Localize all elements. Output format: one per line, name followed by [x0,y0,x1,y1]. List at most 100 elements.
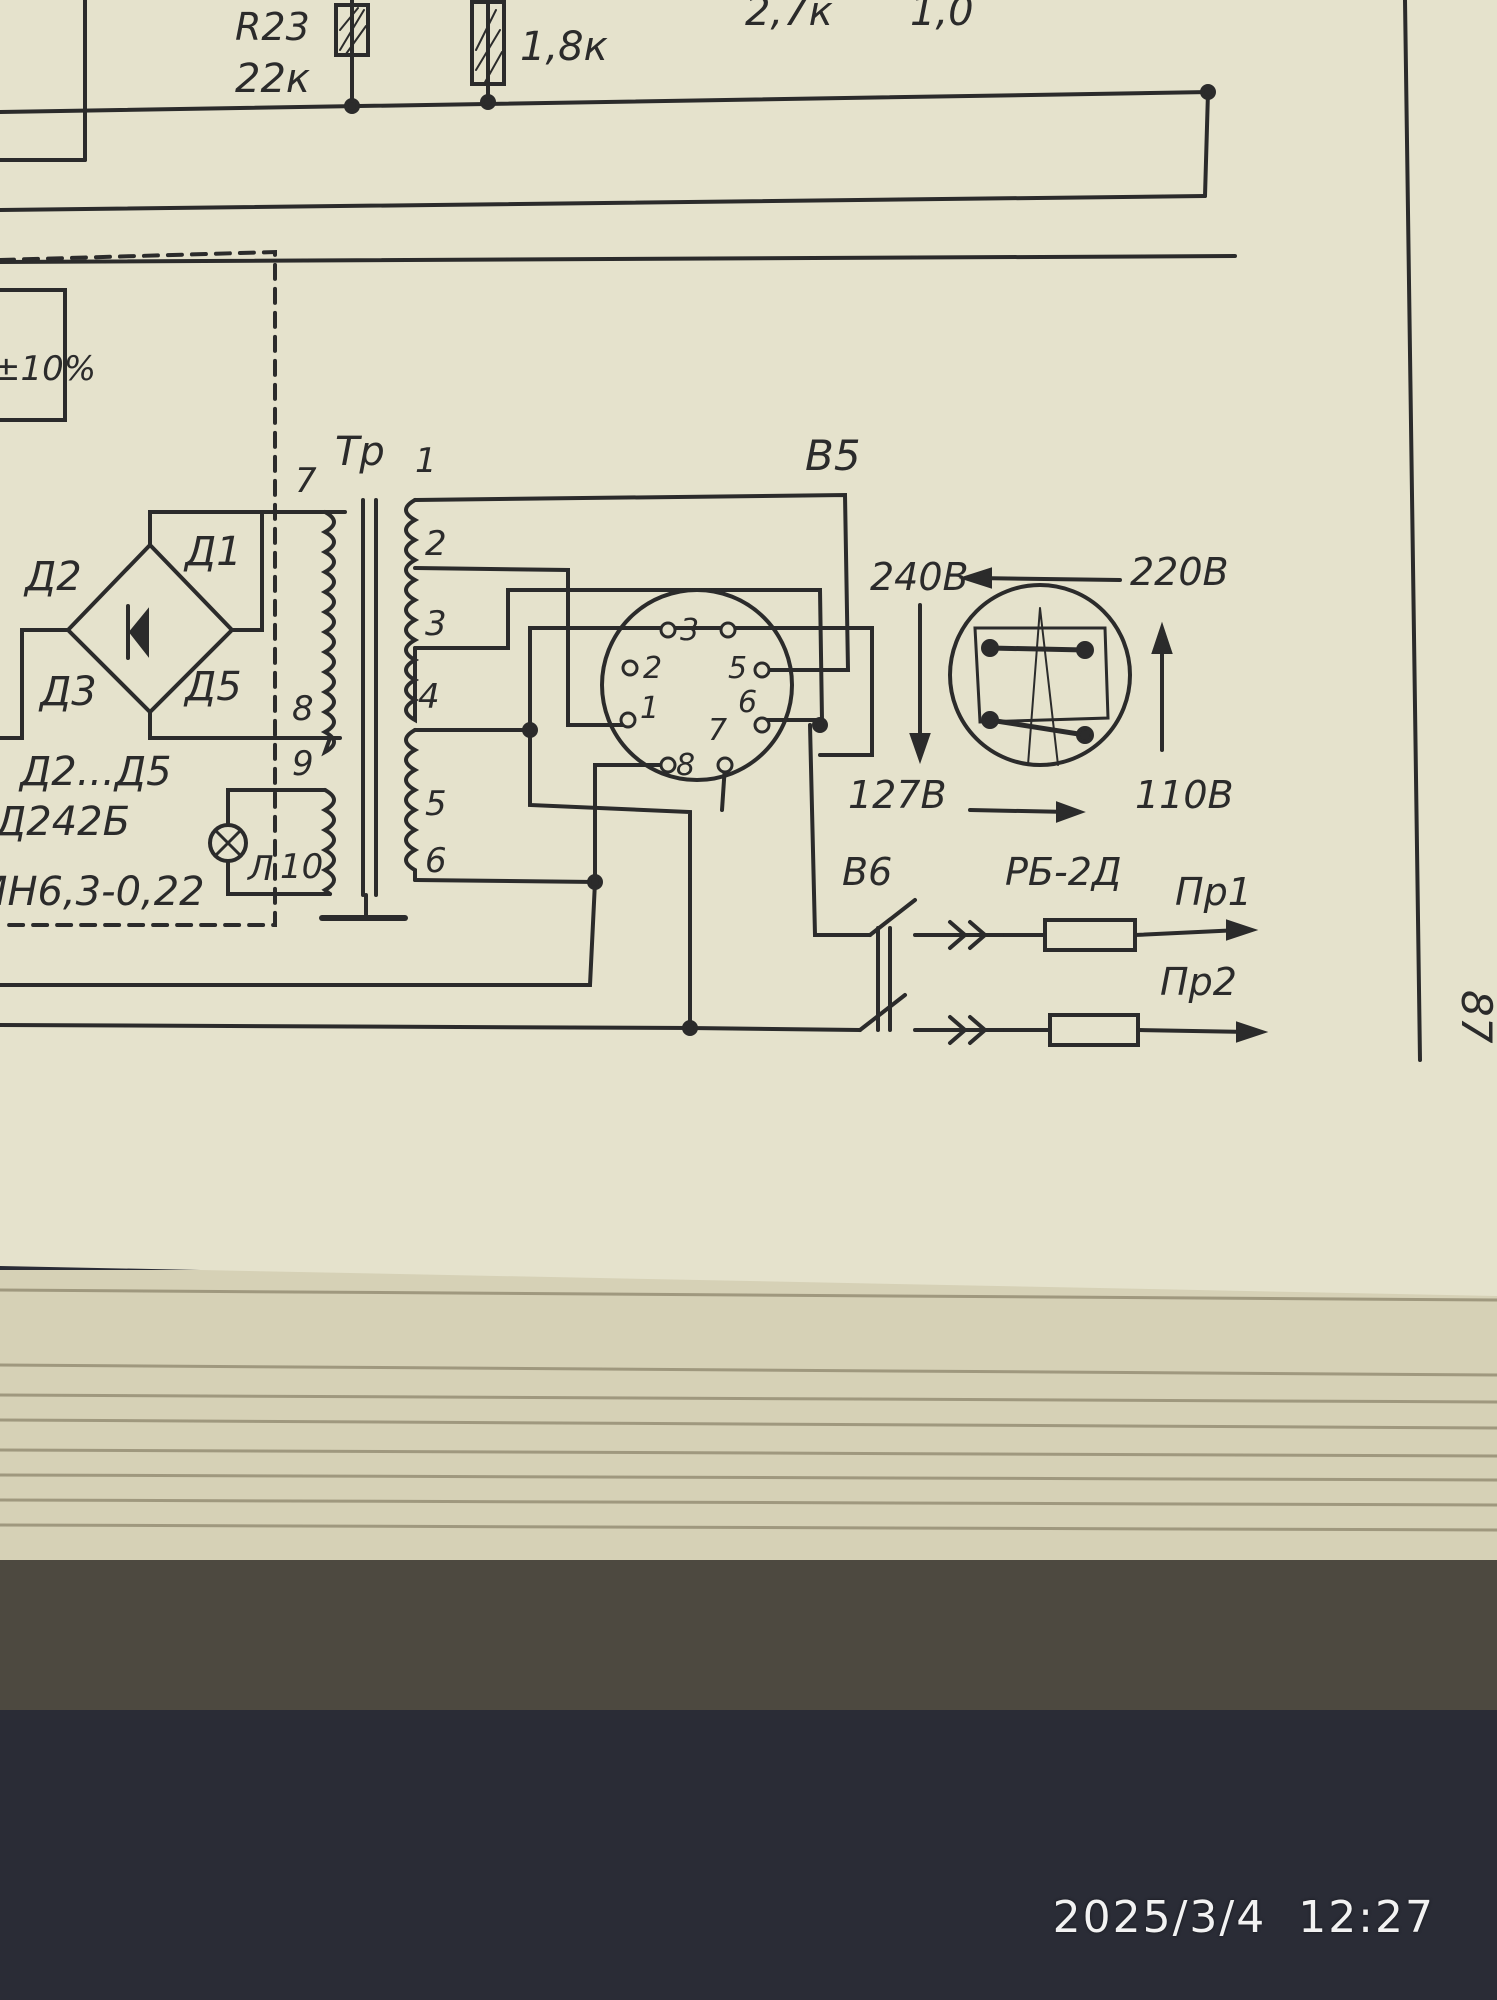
selector-b5-pins [619,621,771,774]
pin-8-label: 8 [292,689,314,729]
diode-d3-label: Д3 [38,669,97,715]
arrowhead [1151,621,1173,654]
dial-window [973,626,1110,724]
photo-timestamp: 2025/3/4 12:27 [1052,1892,1435,1943]
page-stack-edges [0,1288,1497,1532]
wire-bridge-top [148,510,347,547]
value-a: 2,7к [745,0,833,35]
pin-10-label: 10 [280,847,323,887]
transformer-label: Тр [335,429,385,475]
dial-pointer [1027,607,1059,766]
diode-d2-label: Д2 [23,554,82,600]
arrowhead [958,567,992,589]
wire-b6-bottom [688,1026,862,1032]
arrowhead [1236,1021,1269,1043]
pin-1 [619,711,637,729]
diode-d5-label: Д5 [183,664,242,710]
b5-pin-8-label: 8 [676,748,695,783]
r23-resistor [334,3,370,57]
winding-4-6 [404,728,420,882]
page-number: 87 [1452,990,1497,1044]
junction [682,1020,698,1036]
winding-4-label: 4 [418,677,440,717]
winding-2-label: 2 [425,524,447,564]
wire-w6 [413,763,672,885]
diode-part-label: Д242Б [0,799,130,845]
wire-bridge-right [230,510,264,632]
voltage-box-label: ±10% [0,349,96,389]
fuse-pr1-out [1133,928,1242,937]
connector-label: РБ-2Д [1005,850,1122,894]
wire-bridge-bottom [148,710,342,740]
wire-w4 [413,728,692,882]
b5-pin-1-label: 1 [640,691,659,726]
fuse-pr1-label: Пр1 [1175,870,1252,914]
pin-5b [753,661,771,679]
lamp-label: Л [246,849,274,889]
r25-resistor [470,0,506,86]
wire-w3 [413,588,825,722]
winding-7-8 [320,510,336,757]
switch-b6-label: В6 [842,850,892,894]
selector-b5-body [600,588,794,782]
wire-bridge-left [0,628,70,740]
winding-1-label: 1 [415,441,437,481]
winding-3-label: 3 [425,604,447,644]
schematic [0,0,1422,1062]
diode-symbol [128,607,149,658]
power-block-dashed-frame [0,249,277,927]
voltage-220-label: 220В [1130,550,1229,594]
winding-5-label: 5 [425,784,447,824]
pin-9-label: 9 [292,744,314,784]
arrowhead [1226,919,1259,941]
fuse-pr2-out [1136,1028,1252,1034]
voltage-selector-dial [948,583,1132,767]
plug-contact-1 [913,920,1007,950]
arrow-220-to-240 [973,576,1122,582]
lamp-part-label: СМН6,3-0,22 [0,869,205,915]
winding-1-3 [404,498,420,724]
wire-top-right-vertical [1203,90,1210,198]
b5-pin-7-label: 7 [708,713,727,748]
page-stack [0,1270,1497,1560]
winding-9-10 [320,788,336,896]
pin-8 [659,756,677,774]
wire-w1 [413,492,851,672]
selector-b5-label: В5 [805,431,861,480]
diode-range-label: Д2...Д5 [18,749,172,795]
junction [812,717,828,733]
value-b: 1,0 [910,0,974,35]
plug-contact-2 [913,1015,1007,1045]
diode-d1-label: Д1 [183,529,242,575]
lamp-cross [213,828,243,858]
paper-page [0,0,1497,1296]
wire-upper-divider [0,254,1237,264]
fuse-pr2-label: Пр2 [1160,960,1237,1004]
b5-pin-2-label: 2 [643,651,662,686]
winding-6-label: 6 [425,841,447,881]
pin-5 [719,621,737,639]
junction [587,874,603,890]
dial-contact [1076,641,1094,659]
voltage-110-label: 110В [1135,773,1234,817]
dial-contact [981,639,999,657]
pin-2 [621,659,639,677]
switch-b6 [858,898,917,1032]
r25-value: 1,8к [520,24,608,70]
dial-contact [981,711,999,729]
pin-7-label: 7 [295,461,317,501]
voltage-box [0,288,67,422]
r23-label: R23 [235,5,310,49]
wire-to-b6 [808,723,872,937]
schematic-labels: R23 22к 1,8к 2,7к 1,0 ±10% Д2 Д1 Д3 Д5 Д… [0,0,1497,1044]
b5-pin-3-label: 3 [680,613,699,648]
voltage-127-label: 127В [848,773,947,817]
pin-3 [659,621,677,639]
arrow-127-to-110 [968,808,1072,814]
book-spine [0,1540,1497,1710]
resistor-hatch [339,7,503,85]
arrowhead [1056,801,1086,823]
junction [1200,84,1216,100]
wire-w5-tap [528,626,874,757]
